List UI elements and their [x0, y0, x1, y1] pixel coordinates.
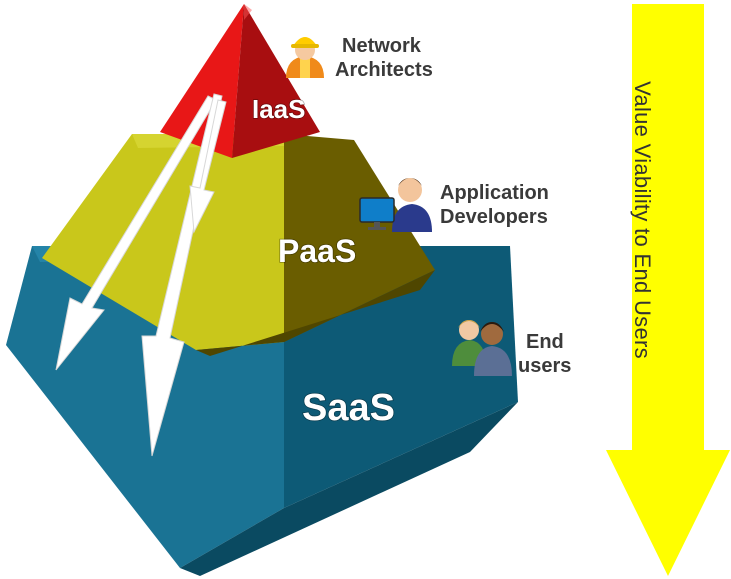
- tier-label-iaas: IaaS: [252, 94, 306, 124]
- value-arrow-label: Value Viability to End Users: [630, 81, 655, 359]
- value-arrow: [606, 4, 730, 576]
- tier-label-paas: PaaS: [278, 233, 356, 269]
- end-users-line2: users: [518, 355, 572, 377]
- iaas-tier: [160, 4, 320, 158]
- value-arrow-label-container: Value Viability to End Users: [624, 10, 660, 430]
- construction-worker-icon: [286, 37, 324, 78]
- application-developers-label: Application Developers: [440, 181, 549, 229]
- downward-arrows: [55, 93, 227, 457]
- application-developers-line1: Application: [440, 182, 549, 204]
- application-developers-line2: Developers: [440, 206, 548, 228]
- network-architects-line1: Network: [342, 35, 421, 57]
- end-users-label: End users: [518, 330, 571, 378]
- tier-label-saas: SaaS: [302, 387, 395, 429]
- network-architects-line2: Architects: [335, 59, 433, 81]
- down-arrow-1: [55, 95, 217, 371]
- down-arrow-3: [189, 99, 227, 234]
- network-architects-label: Network Architects: [335, 34, 433, 82]
- developer-at-computer-icon: [359, 178, 432, 232]
- end-users-line1: End: [526, 331, 564, 353]
- users-group-icon: [452, 320, 512, 376]
